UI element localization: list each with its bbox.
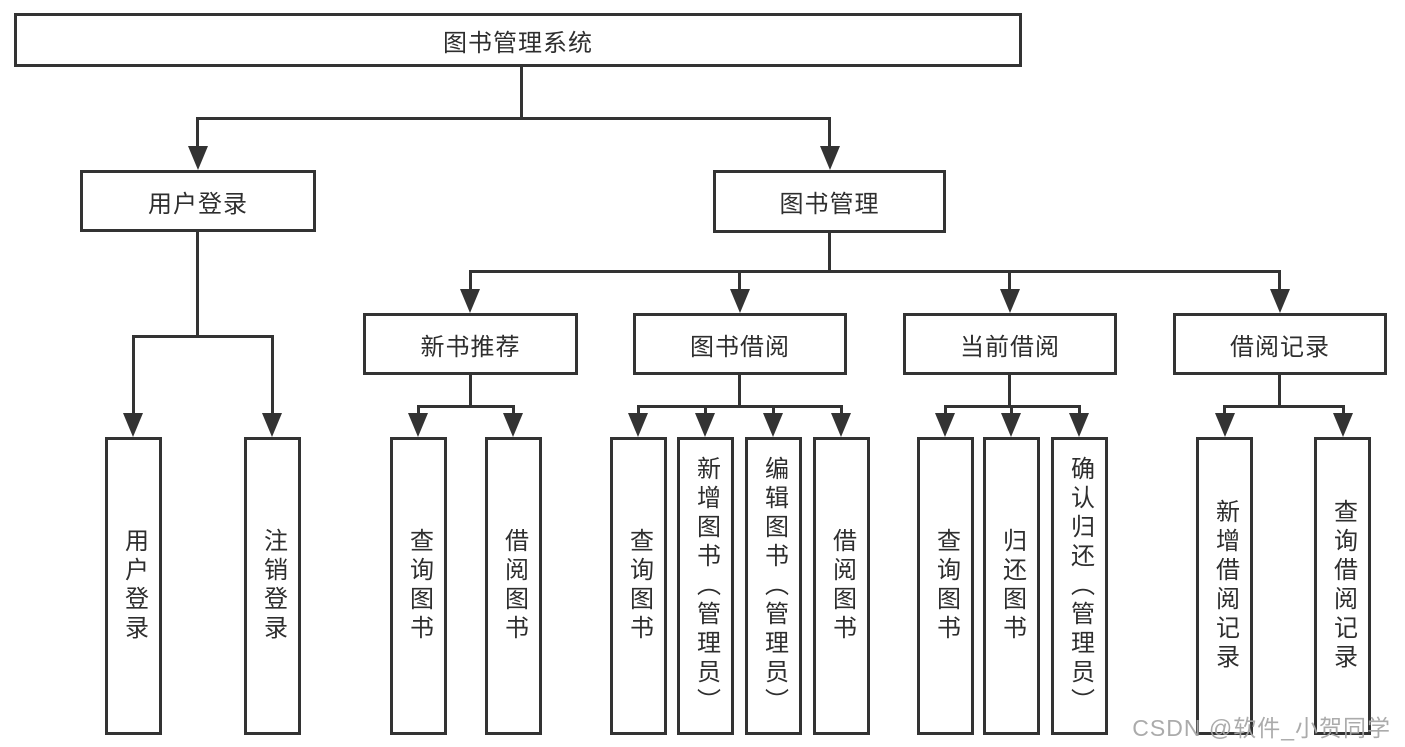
- connector-line: [1342, 405, 1345, 416]
- leaf-confirm-return-admin-label: 确认归还（管理员）: [1066, 455, 1094, 717]
- arrow-down-icon: [1333, 413, 1353, 437]
- connector-line: [704, 405, 707, 416]
- connector-line: [637, 405, 640, 416]
- arrow-down-icon: [935, 413, 955, 437]
- connector-line: [469, 270, 472, 292]
- connector-line: [1008, 270, 1011, 292]
- connector-line: [1078, 405, 1081, 416]
- leaf-query-book-1-label: 查询图书: [405, 528, 433, 644]
- leaf-edit-book-admin-label: 编辑图书（管理员）: [760, 455, 788, 717]
- arrow-down-icon: [628, 413, 648, 437]
- connector-line: [512, 405, 515, 416]
- node-borrow-record-label: 借阅记录: [1230, 333, 1330, 361]
- leaf-query-book-2: 查询图书: [610, 437, 667, 735]
- connector-line: [271, 335, 274, 415]
- leaf-return-book: 归还图书: [983, 437, 1040, 735]
- leaf-add-book-admin: 新增图书（管理员）: [677, 437, 734, 735]
- connector-line: [1278, 375, 1281, 406]
- node-current-borrow: 当前借阅: [903, 313, 1117, 375]
- arrow-down-icon: [1215, 413, 1235, 437]
- connector-line: [944, 405, 947, 416]
- node-user-login-label: 用户登录: [148, 190, 248, 218]
- arrow-down-icon: [763, 413, 783, 437]
- connector-line: [828, 118, 831, 150]
- connector-line: [196, 117, 831, 120]
- connector-line: [1223, 405, 1226, 416]
- leaf-return-book-label: 归还图书: [998, 528, 1026, 644]
- connector-line: [1008, 375, 1011, 406]
- node-book-management-label: 图书管理: [779, 191, 880, 218]
- arrow-down-icon: [831, 413, 851, 437]
- leaf-query-book-3-label: 查询图书: [932, 528, 960, 644]
- arrow-down-icon: [1001, 413, 1021, 437]
- node-root: 图书管理系统: [14, 13, 1022, 67]
- leaf-logout: 注销登录: [244, 437, 301, 735]
- leaf-query-borrow-record: 查询借阅记录: [1314, 437, 1371, 735]
- arrow-down-icon: [188, 146, 208, 170]
- connector-line: [772, 405, 775, 416]
- arrow-down-icon: [262, 413, 282, 437]
- connector-line: [469, 270, 1281, 273]
- leaf-borrow-book-2: 借阅图书: [813, 437, 870, 735]
- node-book-borrow-label: 图书借阅: [690, 333, 790, 361]
- leaf-query-book-1: 查询图书: [390, 437, 447, 735]
- csdn-watermark: CSDN @软件_小贺同学: [1132, 715, 1391, 741]
- leaf-user-login: 用户登录: [105, 437, 162, 735]
- node-new-book-recommend: 新书推荐: [363, 313, 578, 375]
- arrow-down-icon: [123, 413, 143, 437]
- node-new-book-recommend-label: 新书推荐: [420, 333, 521, 361]
- arrow-down-icon: [460, 289, 480, 313]
- connector-line: [469, 375, 472, 406]
- node-current-borrow-label: 当前借阅: [960, 333, 1060, 361]
- leaf-borrow-book-1: 借阅图书: [485, 437, 542, 735]
- arrow-down-icon: [408, 413, 428, 437]
- connector-line: [738, 375, 741, 406]
- leaf-logout-label: 注销登录: [259, 528, 287, 644]
- arrow-down-icon: [1069, 413, 1089, 437]
- connector-line: [417, 405, 515, 408]
- connector-line: [738, 270, 741, 292]
- leaf-confirm-return-admin: 确认归还（管理员）: [1051, 437, 1108, 735]
- node-root-label: 图书管理系统: [443, 29, 593, 57]
- leaf-add-book-admin-label: 新增图书（管理员）: [692, 455, 720, 717]
- leaf-query-borrow-record-label: 查询借阅记录: [1329, 499, 1357, 673]
- connector-line: [196, 118, 199, 150]
- connector-line: [637, 405, 843, 408]
- leaf-borrow-book-1-label: 借阅图书: [500, 528, 528, 644]
- arrow-down-icon: [695, 413, 715, 437]
- connector-line: [132, 335, 274, 338]
- connector-line: [1278, 270, 1281, 292]
- connector-line: [520, 67, 523, 120]
- leaf-add-borrow-record-label: 新增借阅记录: [1211, 499, 1239, 673]
- leaf-edit-book-admin: 编辑图书（管理员）: [745, 437, 802, 735]
- node-book-management: 图书管理: [713, 170, 946, 233]
- connector-line: [1223, 405, 1345, 408]
- leaf-query-book-2-label: 查询图书: [625, 528, 653, 644]
- connector-line: [1010, 405, 1013, 416]
- leaf-borrow-book-2-label: 借阅图书: [828, 528, 856, 644]
- arrow-down-icon: [1270, 289, 1290, 313]
- connector-line: [828, 233, 831, 271]
- leaf-add-borrow-record: 新增借阅记录: [1196, 437, 1253, 735]
- node-book-borrow: 图书借阅: [633, 313, 847, 375]
- connector-line: [417, 405, 420, 416]
- leaf-user-login-label: 用户登录: [120, 528, 148, 644]
- arrow-down-icon: [820, 146, 840, 170]
- node-borrow-record: 借阅记录: [1173, 313, 1387, 375]
- arrow-down-icon: [730, 289, 750, 313]
- connector-line: [132, 335, 135, 415]
- connector-line: [196, 232, 199, 336]
- connector-line: [840, 405, 843, 416]
- arrow-down-icon: [1000, 289, 1020, 313]
- node-user-login: 用户登录: [80, 170, 316, 232]
- leaf-query-book-3: 查询图书: [917, 437, 974, 735]
- arrow-down-icon: [503, 413, 523, 437]
